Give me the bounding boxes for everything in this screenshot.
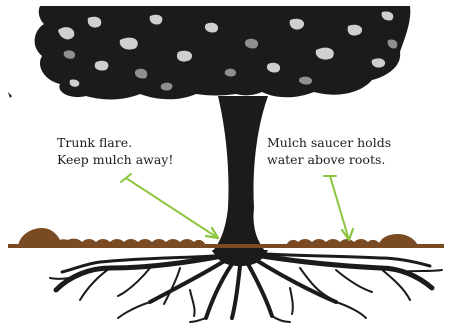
tree-roots bbox=[50, 250, 442, 322]
trunk-flare-label: Trunk flare. Keep mulch away! bbox=[57, 134, 173, 168]
tree-trunk bbox=[212, 96, 268, 252]
trunk-flare-label-line-1: Trunk flare. bbox=[57, 134, 173, 151]
mulch-saucer-label: Mulch saucer holds water above roots. bbox=[267, 134, 391, 168]
mulch-saucer-arrow bbox=[324, 176, 353, 240]
trunk-flare-arrow bbox=[121, 174, 218, 238]
trunk-flare-label-line-2: Keep mulch away! bbox=[57, 151, 173, 168]
mulch-saucer-label-line-2: water above roots. bbox=[267, 151, 391, 168]
tree-canopy bbox=[8, 6, 410, 100]
mulch-saucer-label-line-1: Mulch saucer holds bbox=[267, 134, 391, 151]
